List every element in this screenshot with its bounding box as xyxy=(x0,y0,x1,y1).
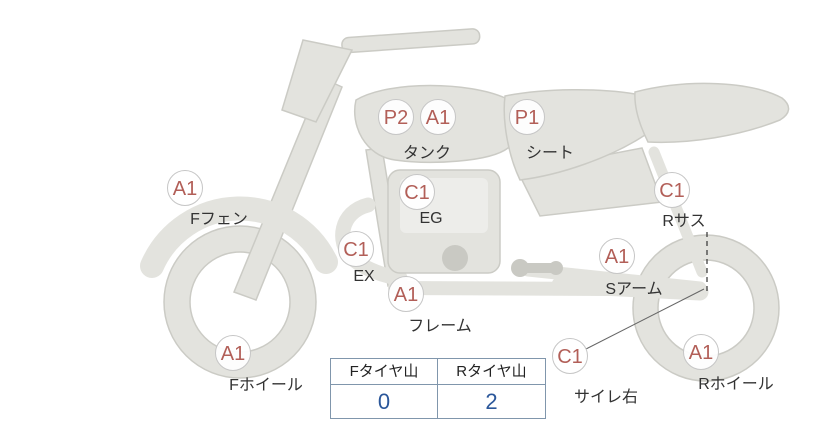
tail-cowl xyxy=(634,82,790,144)
condition-badge-swing-arm: A1 xyxy=(599,238,635,274)
part-label-engine: EG xyxy=(419,210,443,227)
condition-badge-tank-2: A1 xyxy=(420,99,456,135)
front-tire-header: Fタイヤ山 xyxy=(331,359,438,385)
part-label-rear-sus: Rサス xyxy=(662,213,706,230)
part-label-silencer: サイレ右 xyxy=(573,389,639,406)
part-label-exhaust: EX xyxy=(353,268,375,285)
condition-badge-frame: A1 xyxy=(388,276,424,312)
handlebar-bar xyxy=(341,28,481,54)
part-label-tank: タンク xyxy=(402,145,452,162)
part-label-seat: シート xyxy=(525,145,575,162)
part-label-rear-wheel: Rホイール xyxy=(698,376,774,393)
front-fender xyxy=(140,196,338,278)
part-label-frame: フレーム xyxy=(408,318,472,335)
tire-tread-table: Fタイヤ山 Rタイヤ山 0 2 xyxy=(330,358,546,419)
condition-badge-front-wheel: A1 xyxy=(215,335,251,371)
rear-suspension xyxy=(648,146,708,278)
part-label-front-fender: Fフェン xyxy=(190,211,248,228)
front-tire-value: 0 xyxy=(331,385,438,418)
condition-badge-exhaust: C1 xyxy=(338,231,374,267)
part-label-front-wheel: Fホイール xyxy=(229,377,303,394)
handlebar xyxy=(281,39,354,123)
pivot-bolt xyxy=(511,259,529,277)
silencer-pointer-line xyxy=(585,288,705,350)
part-label-swing-arm: Sアーム xyxy=(605,281,663,298)
condition-badge-front-fender: A1 xyxy=(167,170,203,206)
condition-badge-rear-sus: C1 xyxy=(654,172,690,208)
condition-badge-seat: P1 xyxy=(509,99,545,135)
condition-badge-silencer: C1 xyxy=(552,338,588,374)
rear-tire-header: Rタイヤ山 xyxy=(438,359,545,385)
rear-tire-value: 2 xyxy=(485,389,498,414)
engine-cover xyxy=(442,245,468,271)
condition-badge-rear-wheel: A1 xyxy=(683,334,719,370)
condition-badge-engine: C1 xyxy=(399,174,435,210)
condition-badge-tank-1: P2 xyxy=(378,99,414,135)
pivot-bolt-2 xyxy=(549,261,563,275)
